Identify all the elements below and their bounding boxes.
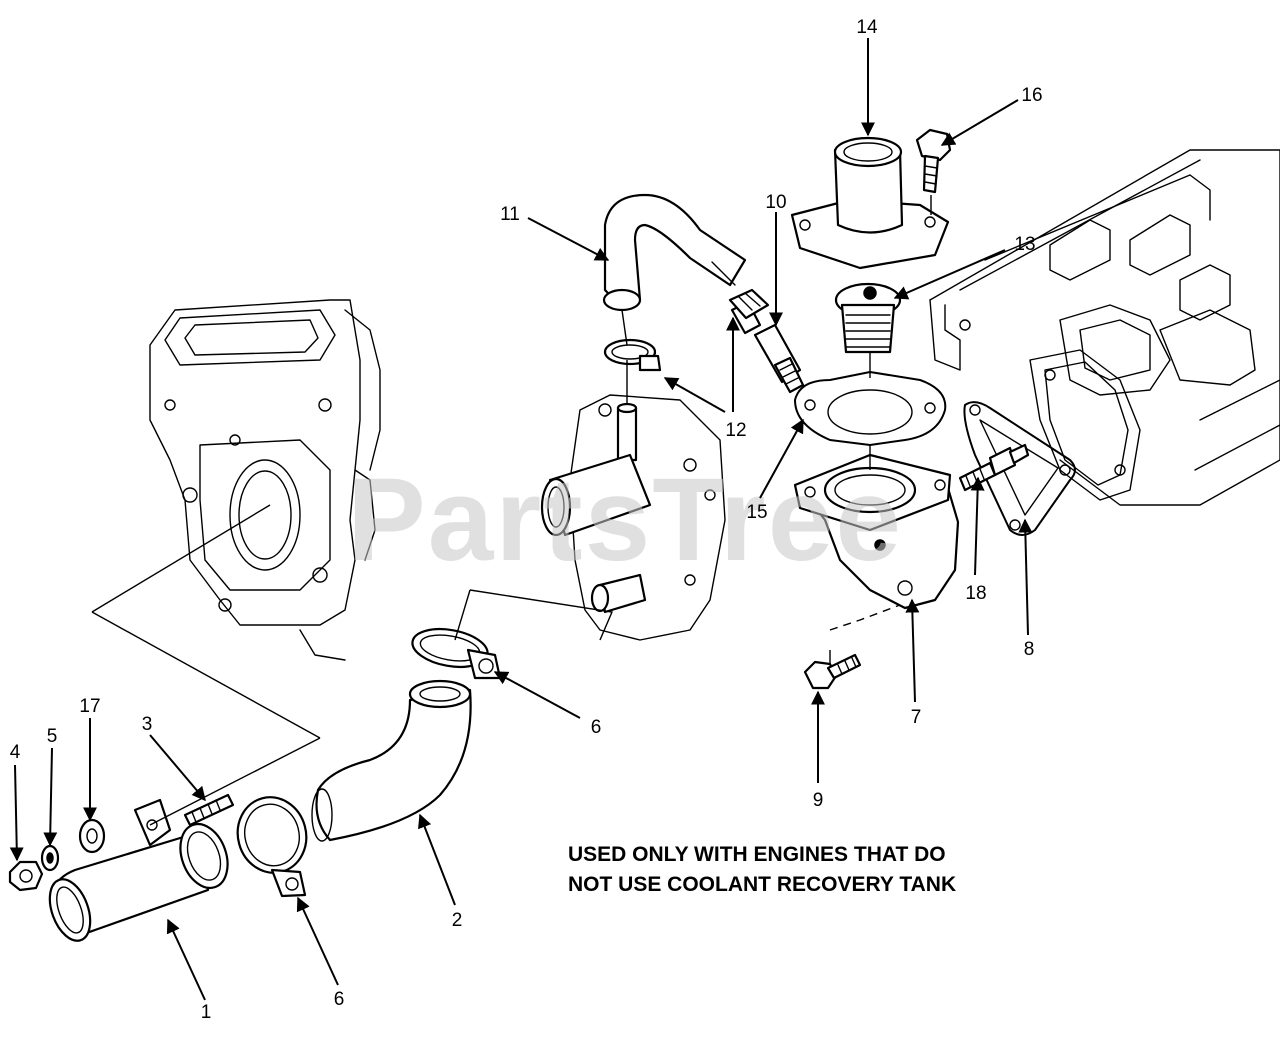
part-16-bolt: [915, 128, 952, 194]
callout-14: 14: [856, 17, 878, 38]
callout-9: 9: [813, 790, 824, 811]
part-15-gasket: [794, 371, 947, 446]
callout-16: 16: [1021, 85, 1042, 106]
callout-17: 17: [79, 696, 100, 717]
usage-note: USED ONLY WITH ENGINES THAT DO NOT USE C…: [568, 840, 956, 900]
part-13-thermostat: [834, 282, 902, 354]
callout-5: 5: [47, 726, 58, 747]
callout-3: 3: [142, 714, 153, 735]
callout-6-lower: 6: [334, 989, 345, 1010]
callout-11: 11: [500, 204, 520, 225]
part-1-coolant-pipe: [48, 798, 229, 942]
callout-4: 4: [10, 742, 21, 763]
callout-6-upper: 6: [591, 717, 602, 738]
part-11-bypass-hose: [602, 193, 747, 312]
part-3-stud: [183, 793, 235, 827]
leader-lines: [9, 38, 1033, 1001]
usage-note-line-1: USED ONLY WITH ENGINES THAT DO: [568, 843, 946, 866]
callout-13: 13: [1014, 234, 1035, 255]
watermark-text: PartsTree: [347, 454, 903, 586]
callout-7: 7: [911, 707, 922, 728]
callout-15: 15: [746, 502, 767, 523]
part-6-hose-clamp-lower: [236, 796, 308, 898]
callout-18: 18: [965, 583, 986, 604]
part-7-thermostat-housing: [793, 453, 960, 610]
part-18-fitting: [958, 443, 1030, 492]
part-6-hose-clamp-upper: [411, 627, 502, 680]
usage-note-line-2: NOT USE COOLANT RECOVERY TANK: [568, 873, 957, 896]
part-14-thermostat-cover: [790, 136, 950, 270]
part-4-nut: [8, 860, 44, 892]
callout-12: 12: [725, 420, 746, 441]
engine-block-left: [149, 299, 381, 661]
water-pump: [540, 394, 726, 641]
part-5-lock-washer: [40, 844, 60, 872]
assembly-guides: [91, 195, 932, 826]
callout-10: 10: [765, 192, 786, 213]
callout-1: 1: [201, 1002, 212, 1023]
callout-2: 2: [452, 910, 463, 931]
part-17-flat-washer: [78, 818, 106, 854]
callout-labels: 1 2 3 4 5 17 6 6 7 8 9 10 11 12 13 14 15…: [10, 17, 1043, 1023]
part-2-lower-hose: [311, 679, 472, 842]
part-12-small-clamps: [603, 288, 770, 372]
callout-8: 8: [1024, 639, 1035, 660]
engine-block-right: [929, 149, 1280, 506]
part-9-bolt: [803, 653, 862, 690]
